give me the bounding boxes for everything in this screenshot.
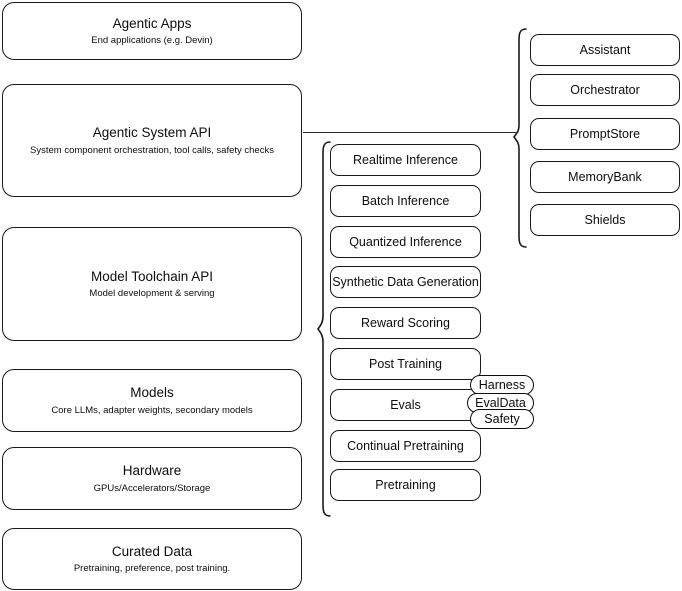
brace-agentic-system-components (512, 27, 528, 249)
toolchain-item-evals[interactable]: Evals (330, 389, 481, 421)
layer-title: Model Toolchain API (90, 268, 214, 284)
agentic-component-shields[interactable]: Shields (530, 204, 680, 236)
layer-subtitle: GPUs/Accelerators/Storage (93, 482, 211, 494)
layer-title: Agentic Apps (112, 15, 192, 31)
toolchain-item-quantized-inference[interactable]: Quantized Inference (330, 226, 481, 258)
toolchain-item-label: Reward Scoring (361, 315, 450, 330)
layer-subtitle: System component orchestration, tool cal… (30, 144, 274, 156)
layer-box-models[interactable]: Models Core LLMs, adapter weights, secon… (2, 369, 302, 432)
toolchain-item-reward-scoring[interactable]: Reward Scoring (330, 307, 481, 339)
brace-model-toolchain (316, 140, 332, 518)
toolchain-item-synthetic-data-generation[interactable]: Synthetic Data Generation (330, 266, 481, 298)
toolchain-item-pretraining[interactable]: Pretraining (330, 469, 481, 501)
layer-box-hardware[interactable]: Hardware GPUs/Accelerators/Storage (2, 447, 302, 510)
toolchain-item-realtime-inference[interactable]: Realtime Inference (330, 144, 481, 176)
layer-title: Agentic System API (92, 125, 212, 141)
connector-agentic-system-to-components (303, 132, 516, 134)
agentic-component-promptstore[interactable]: PromptStore (530, 118, 680, 150)
agentic-component-memorybank[interactable]: MemoryBank (530, 161, 680, 193)
evals-pill-harness[interactable]: Harness (470, 375, 534, 395)
agentic-component-label: PromptStore (569, 126, 641, 141)
agentic-component-label: Assistant (579, 42, 631, 57)
layer-subtitle: Model development & serving (89, 288, 215, 300)
toolchain-item-label: Synthetic Data Generation (332, 274, 479, 289)
layer-box-agentic-system-api[interactable]: Agentic System API System component orch… (2, 84, 302, 197)
layer-title: Models (130, 385, 174, 401)
layer-subtitle: Pretraining, preference, post training. (73, 563, 231, 575)
agentic-component-label: MemoryBank (568, 169, 642, 184)
toolchain-item-batch-inference[interactable]: Batch Inference (330, 185, 481, 217)
toolchain-item-post-training[interactable]: Post Training (330, 348, 481, 380)
layer-title: Curated Data (111, 543, 193, 559)
toolchain-item-label: Realtime Inference (353, 152, 458, 167)
toolchain-item-label: Continual Pretraining (347, 438, 464, 453)
evals-pill-safety[interactable]: Safety (470, 409, 534, 429)
toolchain-item-label: Post Training (369, 356, 442, 371)
layer-box-model-toolchain-api[interactable]: Model Toolchain API Model development & … (2, 227, 302, 341)
layer-subtitle: End applications (e.g. Devin) (91, 35, 213, 47)
agentic-component-label: Shields (584, 212, 626, 227)
layer-subtitle: Core LLMs, adapter weights, secondary mo… (51, 404, 253, 416)
toolchain-item-label: Evals (390, 397, 421, 412)
agentic-component-label: Orchestrator (570, 82, 640, 97)
agentic-component-orchestrator[interactable]: Orchestrator (530, 74, 680, 106)
toolchain-item-label: Pretraining (375, 477, 436, 492)
agentic-component-assistant[interactable]: Assistant (530, 34, 680, 66)
toolchain-item-label: Batch Inference (361, 193, 450, 208)
layer-box-agentic-apps[interactable]: Agentic Apps End applications (e.g. Devi… (2, 2, 302, 60)
layer-title: Hardware (122, 463, 182, 479)
toolchain-item-continual-pretraining[interactable]: Continual Pretraining (330, 430, 481, 462)
layer-box-curated-data[interactable]: Curated Data Pretraining, preference, po… (2, 528, 302, 590)
toolchain-item-label: Quantized Inference (349, 234, 462, 249)
